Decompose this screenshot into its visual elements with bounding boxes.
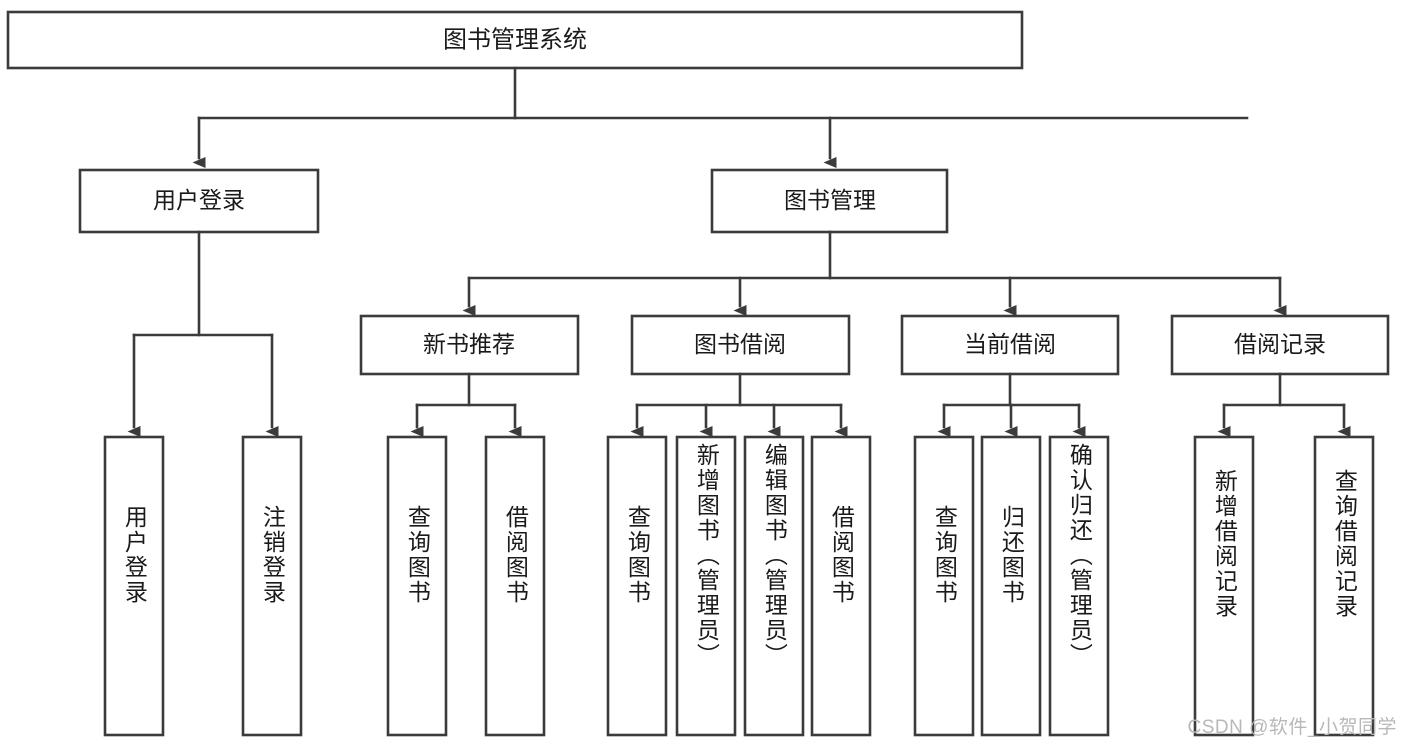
leaf-box-query-book-borrow[interactable] bbox=[606, 435, 668, 737]
node-root-box[interactable] bbox=[6, 10, 1024, 70]
node-user-login-box[interactable] bbox=[78, 168, 320, 234]
node-current-borrow-box[interactable] bbox=[900, 314, 1120, 376]
node-root-label: 图书管理系统 bbox=[443, 26, 587, 53]
leaf-boxes bbox=[103, 435, 1375, 737]
leaf-box-edit-book-admin[interactable] bbox=[743, 435, 805, 737]
node-new-book-recommend[interactable]: 新书推荐 bbox=[359, 314, 580, 376]
node-book-management-label: 图书管理 bbox=[784, 187, 876, 213]
leaf-box-add-borrow-record[interactable] bbox=[1193, 435, 1255, 737]
leaf-box-confirm-return-admin[interactable] bbox=[1048, 435, 1110, 737]
node-root[interactable]: 图书管理系统 bbox=[6, 10, 1024, 70]
connector-user-login-bus bbox=[127, 230, 279, 437]
node-book-borrow[interactable]: 图书借阅 bbox=[630, 314, 851, 376]
node-book-management[interactable]: 图书管理 bbox=[710, 168, 949, 234]
node-new-book-recommend-label: 新书推荐 bbox=[423, 331, 515, 357]
connector-book-management-bus bbox=[462, 230, 1287, 316]
leaf-box-query-book-current[interactable] bbox=[913, 435, 975, 737]
node-current-borrow[interactable]: 当前借阅 bbox=[900, 314, 1120, 376]
leaf-box-add-book-admin[interactable] bbox=[675, 435, 737, 737]
node-current-borrow-label: 当前借阅 bbox=[964, 331, 1056, 357]
connector-current-borrow-bus bbox=[937, 372, 1086, 437]
connector-root-bus bbox=[192, 66, 1249, 168]
node-borrow-record-label: 借阅记录 bbox=[1234, 331, 1326, 357]
leaf-box-borrow-book-recommend[interactable] bbox=[484, 435, 546, 737]
watermark-text: CSDN @软件_小贺同学 bbox=[1187, 717, 1397, 738]
leaf-box-logout[interactable] bbox=[241, 435, 303, 737]
leaf-box-return-book[interactable] bbox=[980, 435, 1042, 737]
leaf-box-query-borrow-record[interactable] bbox=[1313, 435, 1375, 737]
node-borrow-record[interactable]: 借阅记录 bbox=[1170, 314, 1390, 376]
connector-borrow-record-bus bbox=[1217, 372, 1351, 437]
leaf-box-query-book-recommend[interactable] bbox=[386, 435, 448, 737]
node-user-login[interactable]: 用户登录 bbox=[78, 168, 320, 234]
leaf-box-user-login[interactable] bbox=[103, 435, 165, 737]
node-new-book-recommend-box[interactable] bbox=[359, 314, 580, 376]
node-book-borrow-label: 图书借阅 bbox=[694, 331, 786, 357]
connector-new-book-recommend-bus bbox=[410, 372, 522, 437]
node-user-login-label: 用户登录 bbox=[153, 187, 245, 213]
connector-book-borrow-bus bbox=[630, 372, 848, 437]
leaf-box-borrow-book[interactable] bbox=[810, 435, 872, 737]
